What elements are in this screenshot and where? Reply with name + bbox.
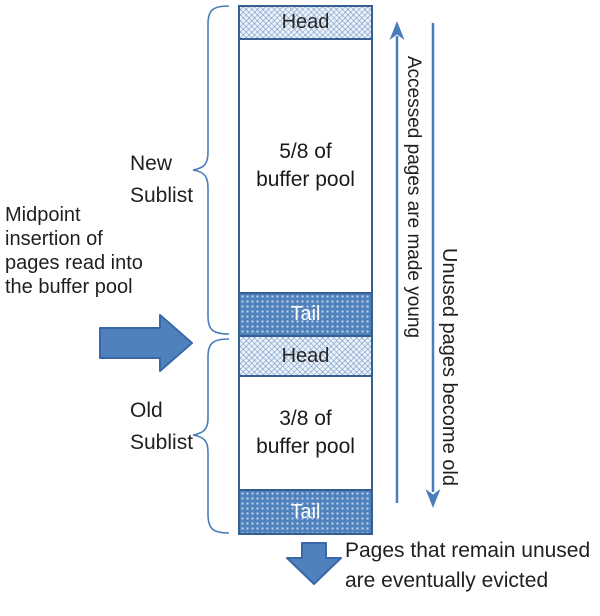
eviction-note: Pages that remain unused are eventually …: [345, 536, 595, 596]
old-sublist-brace-icon: [192, 338, 230, 534]
buffer-pool-column: Head 5/8 of buffer pool Tail Head 3/8 of…: [238, 5, 373, 535]
new-sublist-label: New Sublist: [130, 152, 194, 207]
eviction-note-line2: are eventually evicted: [345, 569, 549, 592]
midpoint-note-line2: insertion of: [5, 228, 103, 250]
old-sublist-label: Old Sublist: [130, 399, 194, 454]
old-sublist-body-box: 3/8 of buffer pool: [240, 377, 371, 491]
old-sublist-head-label: Head: [281, 344, 330, 367]
accessed-pages-label: Accessed pages are made young: [403, 56, 424, 339]
old-sublist-head-box: Head: [240, 337, 371, 377]
down-arrow-icon: [425, 23, 441, 508]
midpoint-note-line3: pages read into: [5, 252, 143, 274]
unused-pages-label: Unused pages become old: [438, 248, 460, 486]
midpoint-insertion-note: Midpoint insertion of pages read into th…: [5, 203, 185, 299]
new-sublist-body-box: 5/8 of buffer pool: [240, 40, 371, 294]
midpoint-note-line1: Midpoint: [5, 204, 81, 226]
midpoint-note-line4: the buffer pool: [5, 276, 133, 298]
new-sublist-tail-label: Tail: [290, 303, 321, 325]
old-sublist-body-label: 3/8 of buffer pool: [256, 407, 355, 458]
old-sublist-tail-box: Tail: [240, 491, 371, 533]
new-sublist-head-box: Head: [240, 7, 371, 40]
new-sublist-head-label: Head: [281, 11, 330, 33]
eviction-note-line1: Pages that remain unused: [345, 539, 591, 562]
old-sublist-tail-label: Tail: [290, 500, 321, 523]
eviction-arrow-icon: [286, 542, 342, 585]
new-sublist-brace-icon: [192, 5, 230, 335]
midpoint-insertion-arrow-icon: [99, 314, 193, 372]
up-arrow-icon: [389, 21, 405, 503]
new-sublist-body-label: 5/8 of buffer pool: [256, 140, 355, 191]
new-sublist-tail-box: Tail: [240, 294, 371, 337]
